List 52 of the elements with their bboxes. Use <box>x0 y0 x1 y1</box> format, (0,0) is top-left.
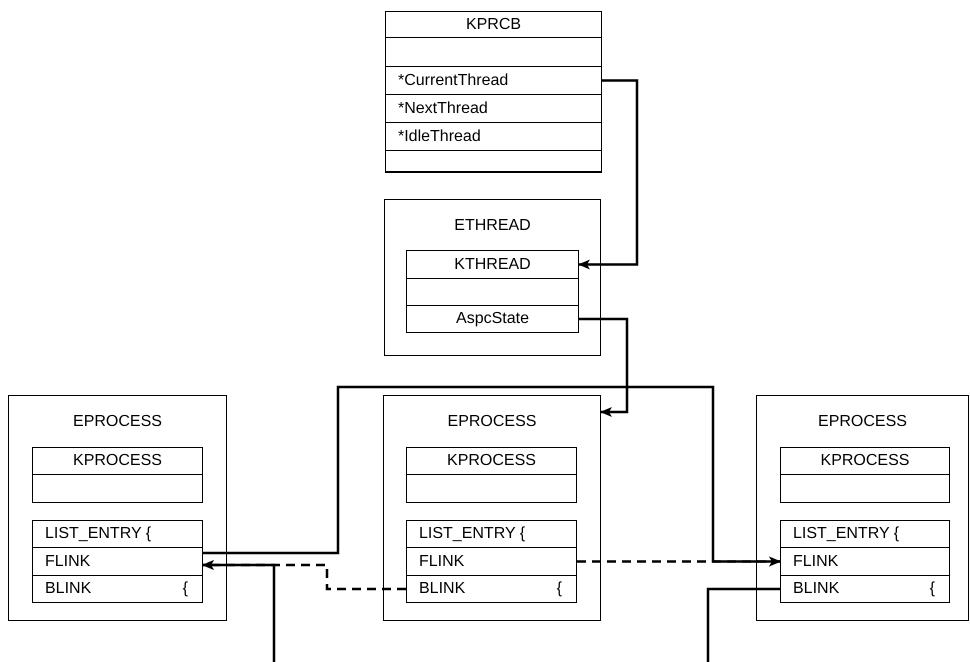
field-row <box>32 547 203 576</box>
field-row <box>32 474 203 503</box>
field-row <box>780 575 950 603</box>
field-name: FLINK <box>45 554 90 570</box>
brace: { <box>182 581 188 597</box>
field-name: *IdleThread <box>398 128 481 144</box>
field-row <box>406 547 577 576</box>
field-name: LIST_ENTRY { <box>419 526 526 542</box>
field-row <box>406 575 577 603</box>
struct-box <box>756 395 969 621</box>
struct-title: EPROCESS <box>448 414 536 430</box>
field-row <box>406 250 579 279</box>
field-row <box>406 520 577 548</box>
field-name: AspcState <box>456 311 529 327</box>
field-row <box>32 447 203 475</box>
field-name: FLINK <box>419 554 464 570</box>
struct-box <box>384 199 601 356</box>
field-name: FLINK <box>793 554 838 570</box>
field-row <box>32 520 203 548</box>
field-row <box>406 278 579 306</box>
struct-title: KPRCB <box>466 17 522 33</box>
field-name: KPROCESS <box>820 453 910 469</box>
field-row <box>406 474 577 503</box>
struct-title: ETHREAD <box>454 218 531 234</box>
field-name: BLINK <box>793 581 840 597</box>
field-name: *NextThread <box>398 100 488 116</box>
arrow <box>578 79 638 270</box>
field-name: KPROCESS <box>447 453 536 469</box>
field-name: BLINK <box>419 581 466 597</box>
field-row <box>406 305 579 333</box>
struct-box <box>383 395 601 621</box>
field-row <box>780 447 950 475</box>
field-name: KPROCESS <box>73 453 162 469</box>
field-row <box>780 520 950 548</box>
struct-box <box>385 11 602 173</box>
field-name: KTHREAD <box>454 256 531 272</box>
struct-box <box>8 395 227 621</box>
field-name: *CurrentThread <box>398 72 508 88</box>
field-name: LIST_ENTRY { <box>793 526 900 542</box>
struct-title: EPROCESS <box>818 414 907 430</box>
arrow <box>579 318 628 417</box>
arrow <box>202 560 276 662</box>
field-name: BLINK <box>45 581 92 597</box>
field-row <box>780 547 950 576</box>
struct-title: EPROCESS <box>73 414 162 430</box>
brace: { <box>556 581 562 597</box>
field-row <box>780 474 950 503</box>
field-row <box>32 575 203 603</box>
arrow <box>577 556 781 566</box>
field-name: LIST_ENTRY { <box>45 526 152 542</box>
field-row <box>406 447 577 475</box>
brace: { <box>930 581 935 597</box>
